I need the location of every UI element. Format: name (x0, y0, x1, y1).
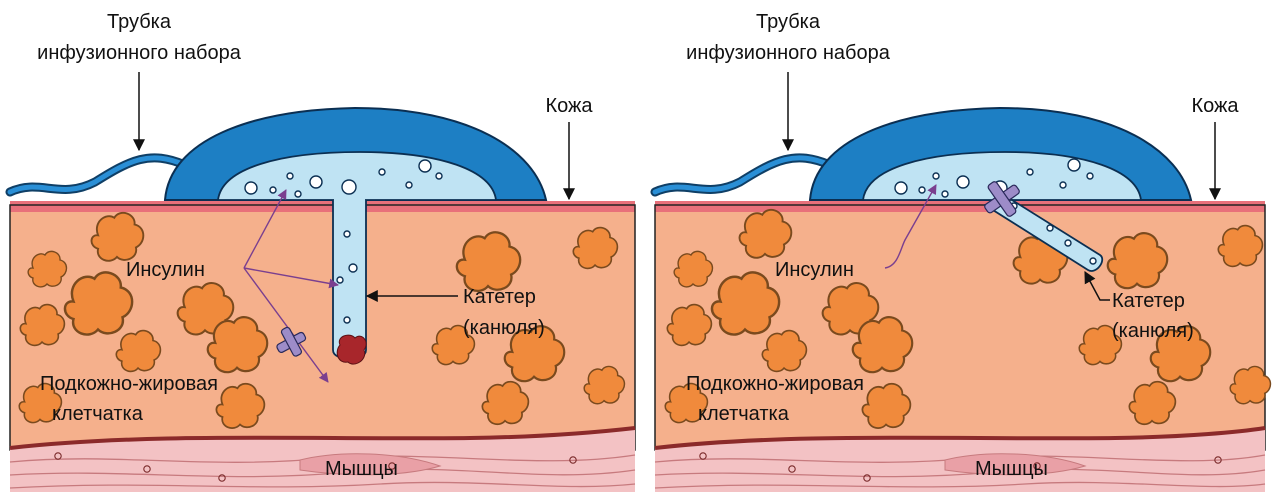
catheter-label-line2: (канюля) (463, 317, 545, 339)
panel-right: Трубка инфузионного набора Кожа Инсулин … (655, 11, 1270, 492)
skin-label: Кожа (1191, 95, 1239, 117)
muscle-label: Мышцы (325, 458, 398, 480)
insulin-label: Инсулин (775, 259, 854, 281)
fat-label-line1: Подкожно-жировая (40, 373, 218, 395)
clot (337, 335, 366, 364)
tube-label-line2: инфузионного набора (37, 42, 242, 64)
skin-layer (655, 201, 1265, 212)
fat-label-line1: Подкожно-жировая (686, 373, 864, 395)
insulin-label: Инсулин (126, 259, 205, 281)
panel-left: Трубка инфузионного набора Кожа Инсулин … (10, 11, 635, 492)
fat-label-line2: клетчатка (698, 403, 790, 425)
catheter-label-line1: Катетер (1112, 290, 1185, 312)
tube-label-line1: Трубка (756, 11, 821, 33)
catheter-label-line1: Катетер (463, 286, 536, 308)
tube-label-line2: инфузионного набора (686, 42, 891, 64)
muscle-label: Мышцы (975, 458, 1048, 480)
tube-label-line1: Трубка (107, 11, 172, 33)
catheter-label-line2: (канюля) (1112, 320, 1194, 342)
skin-layer (10, 201, 635, 212)
fat-label-line2: клетчатка (52, 403, 144, 425)
skin-label: Кожа (545, 95, 593, 117)
